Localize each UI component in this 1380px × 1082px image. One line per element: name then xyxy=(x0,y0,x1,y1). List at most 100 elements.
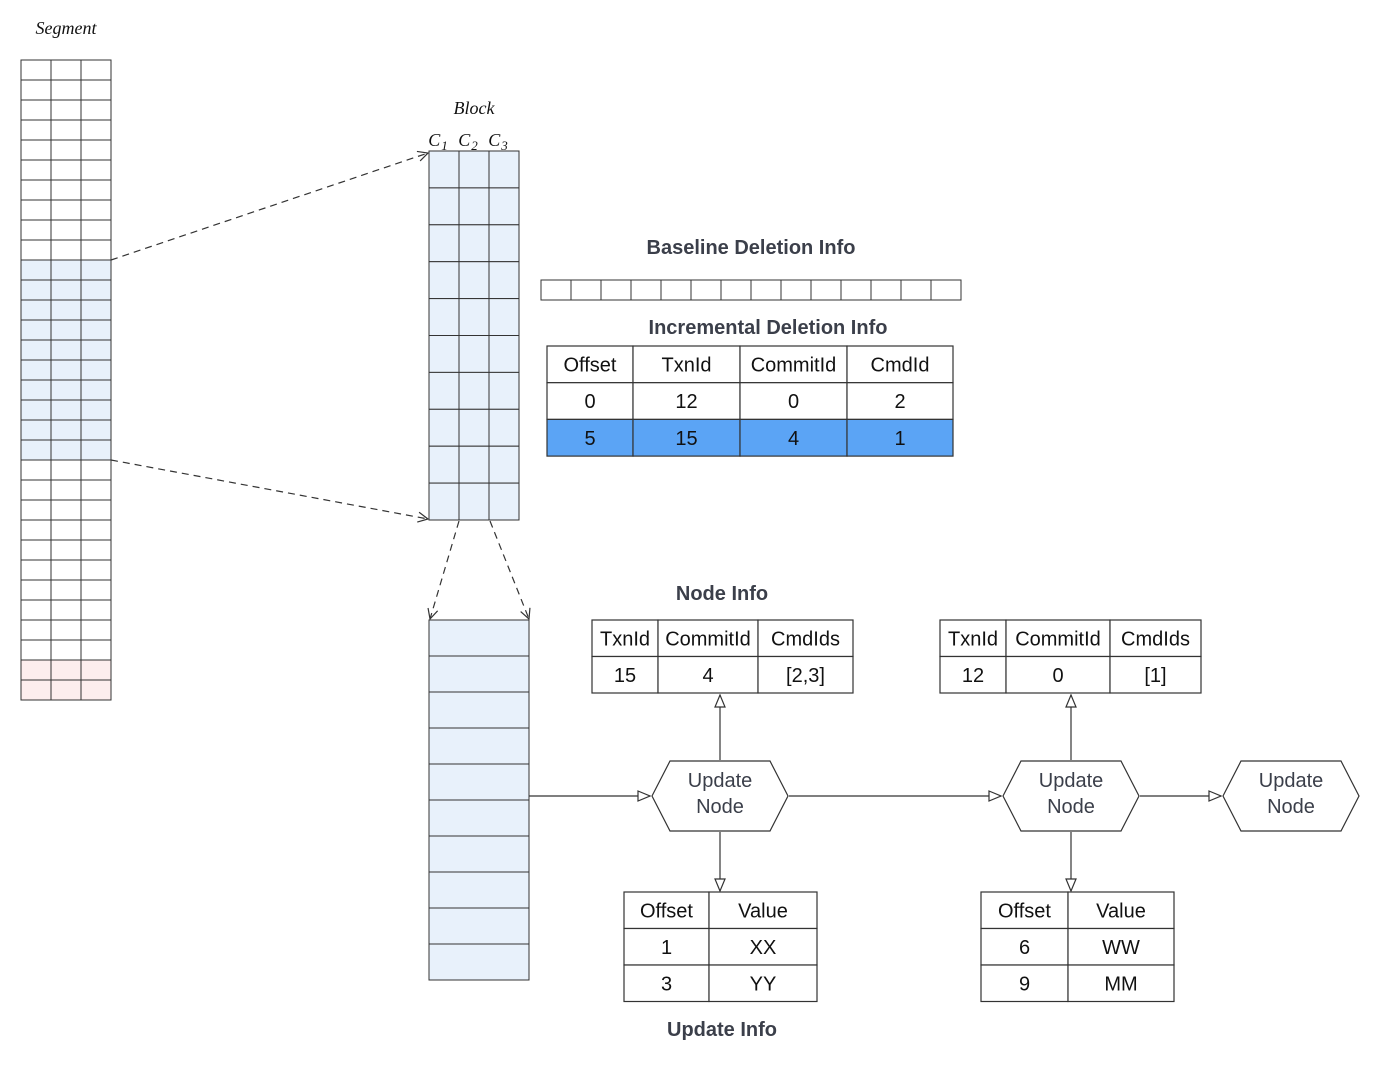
segment-cell xyxy=(50,79,82,101)
segment-cell xyxy=(50,139,82,161)
table-header-text: Value xyxy=(738,900,788,922)
segment-cell xyxy=(80,459,112,481)
block-cell xyxy=(488,335,520,373)
column-stack-cell xyxy=(428,835,530,873)
table-cell-text: 4 xyxy=(702,665,713,687)
segment-cell xyxy=(50,279,82,301)
block-to-column-right-arrow xyxy=(489,520,529,619)
table-cell-text: MM xyxy=(1104,973,1137,995)
segment-cell xyxy=(20,139,52,161)
segment-cell xyxy=(80,619,112,641)
block-cell xyxy=(488,261,520,300)
block-cell xyxy=(488,482,520,521)
segment-cell xyxy=(80,99,112,121)
segment-cell xyxy=(80,339,112,361)
segment-cell xyxy=(80,299,112,321)
column-stack xyxy=(428,619,530,981)
table-header-text: TxnId xyxy=(948,628,998,650)
segment-cell xyxy=(80,599,112,621)
segment-cell xyxy=(50,639,82,661)
segment-cell xyxy=(50,219,82,241)
update-node-label: Update xyxy=(1259,770,1324,792)
segment-cell xyxy=(80,59,112,81)
block-grid xyxy=(428,150,520,521)
segment-cell xyxy=(20,679,52,701)
block-cell xyxy=(428,482,460,521)
table-cell xyxy=(632,382,741,421)
block-cell xyxy=(458,408,490,447)
table-cell-text: 9 xyxy=(1019,973,1030,995)
block-to-column-left-arrow xyxy=(430,520,460,619)
block-cell xyxy=(458,335,490,373)
baseline-bit-cell xyxy=(780,279,812,301)
segment-cell xyxy=(50,159,82,181)
block-cell xyxy=(428,371,460,410)
block-cell xyxy=(458,371,490,410)
table-header-text: CommitId xyxy=(751,354,837,376)
table-header-text: Value xyxy=(1096,900,1146,922)
table-cell xyxy=(980,964,1069,1003)
segment-cell xyxy=(20,459,52,481)
segment-cell xyxy=(20,379,52,401)
segment-cell xyxy=(50,539,82,561)
table-cell-text: 4 xyxy=(788,428,799,450)
segment-cell xyxy=(50,579,82,601)
segment-cell xyxy=(80,359,112,381)
table-cell xyxy=(591,655,659,694)
update-node-shape xyxy=(1222,760,1360,832)
block-cell xyxy=(488,150,520,189)
baseline-bit-cell xyxy=(930,279,962,301)
column-stack-cell xyxy=(428,943,530,981)
column-stack-cell xyxy=(428,655,530,693)
segment-cell xyxy=(20,59,52,81)
incremental-deletion-title: Incremental Deletion Info xyxy=(649,317,888,339)
table-cell xyxy=(1109,655,1202,694)
segment-cell xyxy=(20,239,52,261)
block-cell xyxy=(488,187,520,226)
segment-cell xyxy=(80,479,112,501)
segment-cell xyxy=(80,239,112,261)
table-cell-text: 12 xyxy=(675,391,697,413)
segment-cell xyxy=(50,59,82,81)
segment-cell xyxy=(20,539,52,561)
segment-cell xyxy=(20,599,52,621)
segment-cell xyxy=(50,379,82,401)
baseline-bit-cell xyxy=(600,279,632,301)
table-cell xyxy=(708,927,818,966)
segment-cell xyxy=(80,139,112,161)
segment-cell xyxy=(20,79,52,101)
table-cell xyxy=(657,655,759,694)
segment-label: Segment xyxy=(36,18,98,38)
segment-cell xyxy=(50,479,82,501)
block-cell xyxy=(488,371,520,410)
block-cell xyxy=(458,150,490,189)
update-node-shape xyxy=(1002,760,1140,832)
baseline-bit-cell xyxy=(570,279,602,301)
segment-cell xyxy=(80,319,112,341)
segment-cell xyxy=(80,519,112,541)
baseline-deletion-bitmap xyxy=(540,279,962,301)
table-header-text: TxnId xyxy=(600,628,650,650)
segment-cell xyxy=(20,319,52,341)
segment-cell xyxy=(50,119,82,141)
table-header-text: Offset xyxy=(640,900,693,922)
update-node-label: Update xyxy=(688,770,753,792)
table-cell-text: 12 xyxy=(962,665,984,687)
segment-cell xyxy=(50,299,82,321)
segment-cell xyxy=(50,559,82,581)
block-cell xyxy=(458,187,490,226)
column-stack-cell xyxy=(428,619,530,657)
table-header-cell xyxy=(846,345,954,384)
update-node-label: Node xyxy=(1047,796,1095,818)
block-cell xyxy=(458,224,490,263)
baseline-bit-cell xyxy=(810,279,842,301)
block-cell xyxy=(458,261,490,300)
segment-cell xyxy=(50,239,82,261)
segment-to-block-top-arrow xyxy=(110,153,428,261)
segment-cell xyxy=(80,179,112,201)
segment-cell xyxy=(20,419,52,441)
segment-cell xyxy=(50,319,82,341)
